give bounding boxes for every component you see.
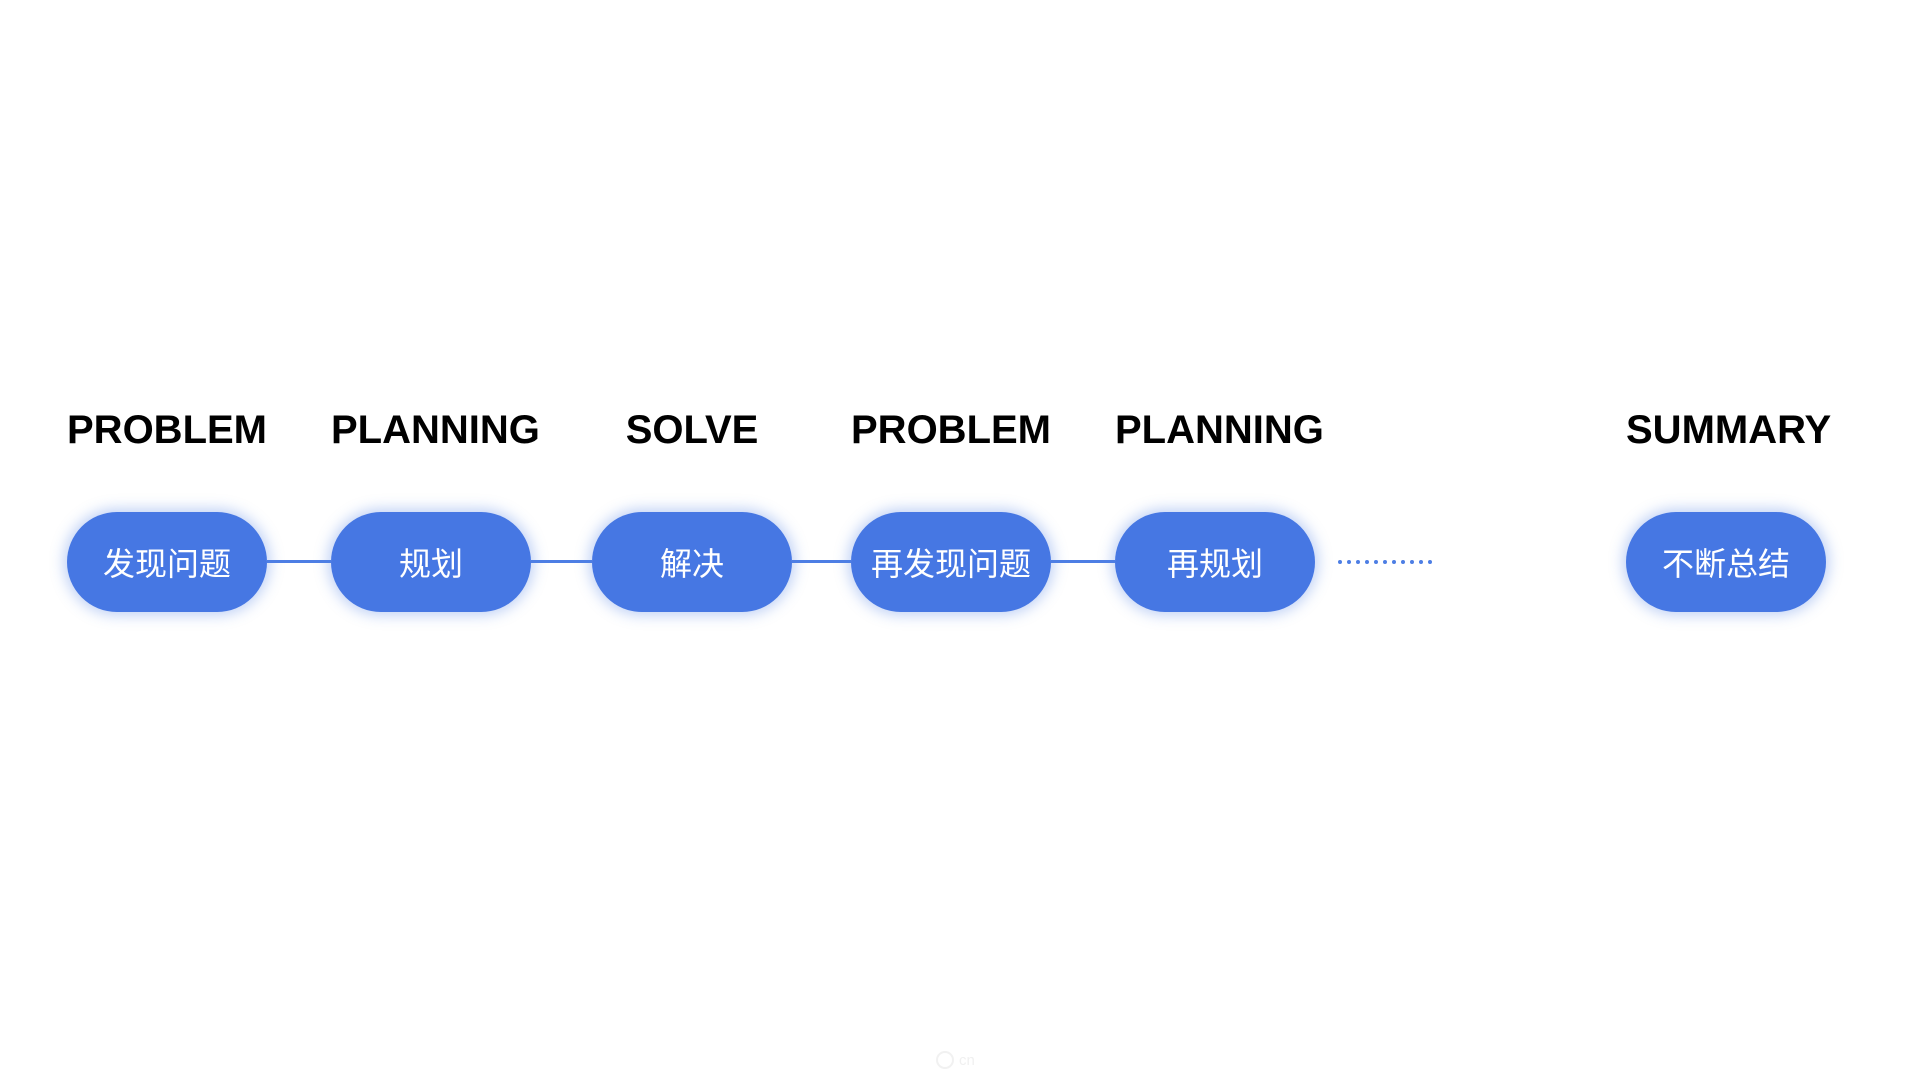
connector-line: [1051, 560, 1115, 563]
dot: [1401, 560, 1405, 564]
dot: [1374, 560, 1378, 564]
pill-text: 发现问题: [102, 546, 231, 582]
step-label: PROBLEM: [851, 408, 1051, 452]
step-pill: 解决: [592, 512, 792, 612]
step-pill: 再规划: [1115, 512, 1315, 612]
watermark-logo-icon: [936, 1051, 954, 1069]
connector-line: [267, 560, 331, 563]
pill-text: 再规划: [1166, 546, 1263, 582]
flow-step-planning-2: PLANNING 再规划: [1115, 408, 1324, 612]
dot: [1338, 560, 1342, 564]
flow-step-planning-1: PLANNING 规划: [331, 408, 540, 612]
dot: [1365, 560, 1369, 564]
connector-line: [792, 560, 851, 563]
step-label: PROBLEM: [67, 408, 267, 452]
pill-text: 解决: [659, 546, 724, 582]
pill-text: 规划: [398, 546, 463, 582]
watermark-text: cn: [959, 1051, 975, 1069]
pill-text: 再发现问题: [870, 546, 1031, 582]
step-label: PLANNING: [1115, 408, 1324, 452]
flow-step-solve: SOLVE 解决: [592, 408, 792, 612]
dot: [1410, 560, 1414, 564]
step-label: SUMMARY: [1626, 408, 1832, 452]
step-pill: 发现问题: [67, 512, 267, 612]
step-pill: 不断总结: [1626, 512, 1826, 612]
connector-line: [531, 560, 592, 563]
flow-step-summary: SUMMARY 不断总结: [1626, 408, 1832, 612]
step-label: SOLVE: [625, 408, 759, 452]
step-label: PLANNING: [331, 408, 540, 452]
dotted-connector: [1338, 560, 1432, 564]
flow-step-problem-2: PROBLEM 再发现问题: [851, 408, 1051, 612]
dot: [1392, 560, 1396, 564]
pill-text: 不断总结: [1661, 546, 1790, 582]
dot: [1356, 560, 1360, 564]
dot: [1347, 560, 1351, 564]
step-pill: 规划: [331, 512, 531, 612]
step-pill: 再发现问题: [851, 512, 1051, 612]
dot: [1419, 560, 1423, 564]
flow-step-problem-1: PROBLEM 发现问题: [67, 408, 267, 612]
dot: [1428, 560, 1432, 564]
dot: [1383, 560, 1387, 564]
watermark: cn: [936, 1051, 975, 1069]
